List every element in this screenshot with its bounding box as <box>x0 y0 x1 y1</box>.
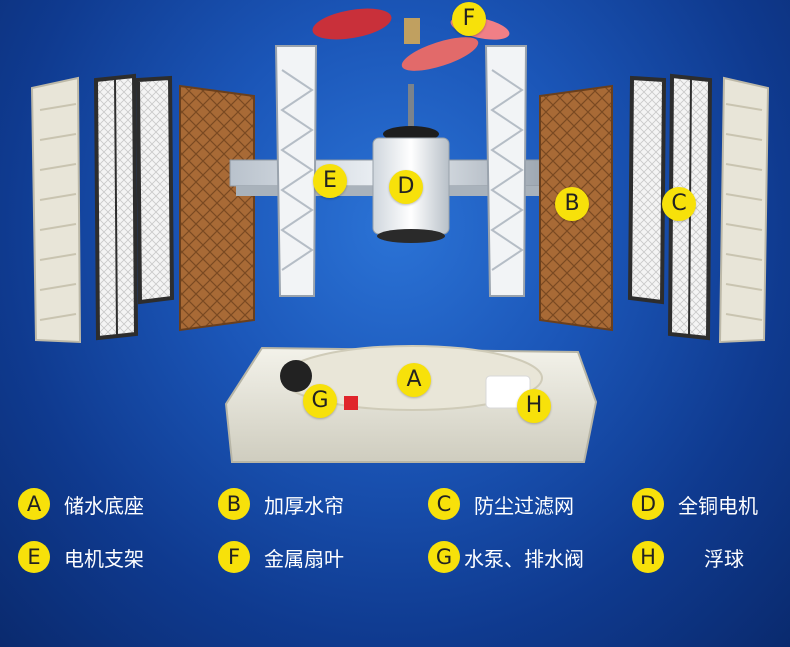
marker-h: H <box>517 389 551 423</box>
marker-c: C <box>662 187 696 221</box>
marker-f: F <box>452 2 486 36</box>
legend-badge: H <box>632 541 664 573</box>
left-filter-screen-2 <box>138 78 172 302</box>
legend-text: 防尘过滤网 <box>474 490 574 519</box>
legend-text: 全铜电机 <box>678 490 758 519</box>
legend-text: 金属扇叶 <box>264 543 344 572</box>
right-filter-screen-1 <box>630 78 664 302</box>
marker-a: A <box>397 363 431 397</box>
legend-text: 储水底座 <box>64 490 144 519</box>
legend-badge: F <box>218 541 250 573</box>
legend-badge: B <box>218 488 250 520</box>
legend-item-c: C 防尘过滤网 <box>428 484 574 524</box>
legend-badge: E <box>18 541 50 573</box>
marker-d: D <box>389 170 423 204</box>
legend-row-2: E 电机支架 F 金属扇叶 G 水泵、排水阀 H 浮球 <box>0 537 790 577</box>
left-support-frame <box>276 46 316 296</box>
right-outer-grille <box>720 78 768 342</box>
legend-badge: D <box>632 488 664 520</box>
marker-e: E <box>313 164 347 198</box>
marker-g: G <box>303 384 337 418</box>
left-outer-grille <box>32 78 80 342</box>
exploded-parts-illustration <box>0 0 790 475</box>
legend-text: 浮球 <box>704 543 744 572</box>
legend-row-1: A 储水底座 B 加厚水帘 C 防尘过滤网 D 全铜电机 <box>0 484 790 524</box>
right-support-frame <box>486 46 526 296</box>
legend-item-h: H 浮球 <box>632 537 744 577</box>
legend-badge: C <box>428 488 460 520</box>
legend-badge: A <box>18 488 50 520</box>
left-cooling-pad <box>180 86 254 330</box>
legend-item-b: B 加厚水帘 <box>218 484 344 524</box>
legend-text: 加厚水帘 <box>264 490 344 519</box>
legend-text: 电机支架 <box>64 543 144 572</box>
legend-item-f: F 金属扇叶 <box>218 537 344 577</box>
marker-b: B <box>555 187 589 221</box>
legend-badge: G <box>428 541 460 573</box>
copper-motor <box>373 84 449 243</box>
legend-text: 水泵、排水阀 <box>464 543 584 572</box>
left-filter-screen-1 <box>96 76 136 338</box>
legend-item-d: D 全铜电机 <box>632 484 758 524</box>
legend-item-e: E 电机支架 <box>18 537 144 577</box>
legend-item-a: A 储水底座 <box>18 484 144 524</box>
legend-item-g: G 水泵、排水阀 <box>428 537 584 577</box>
